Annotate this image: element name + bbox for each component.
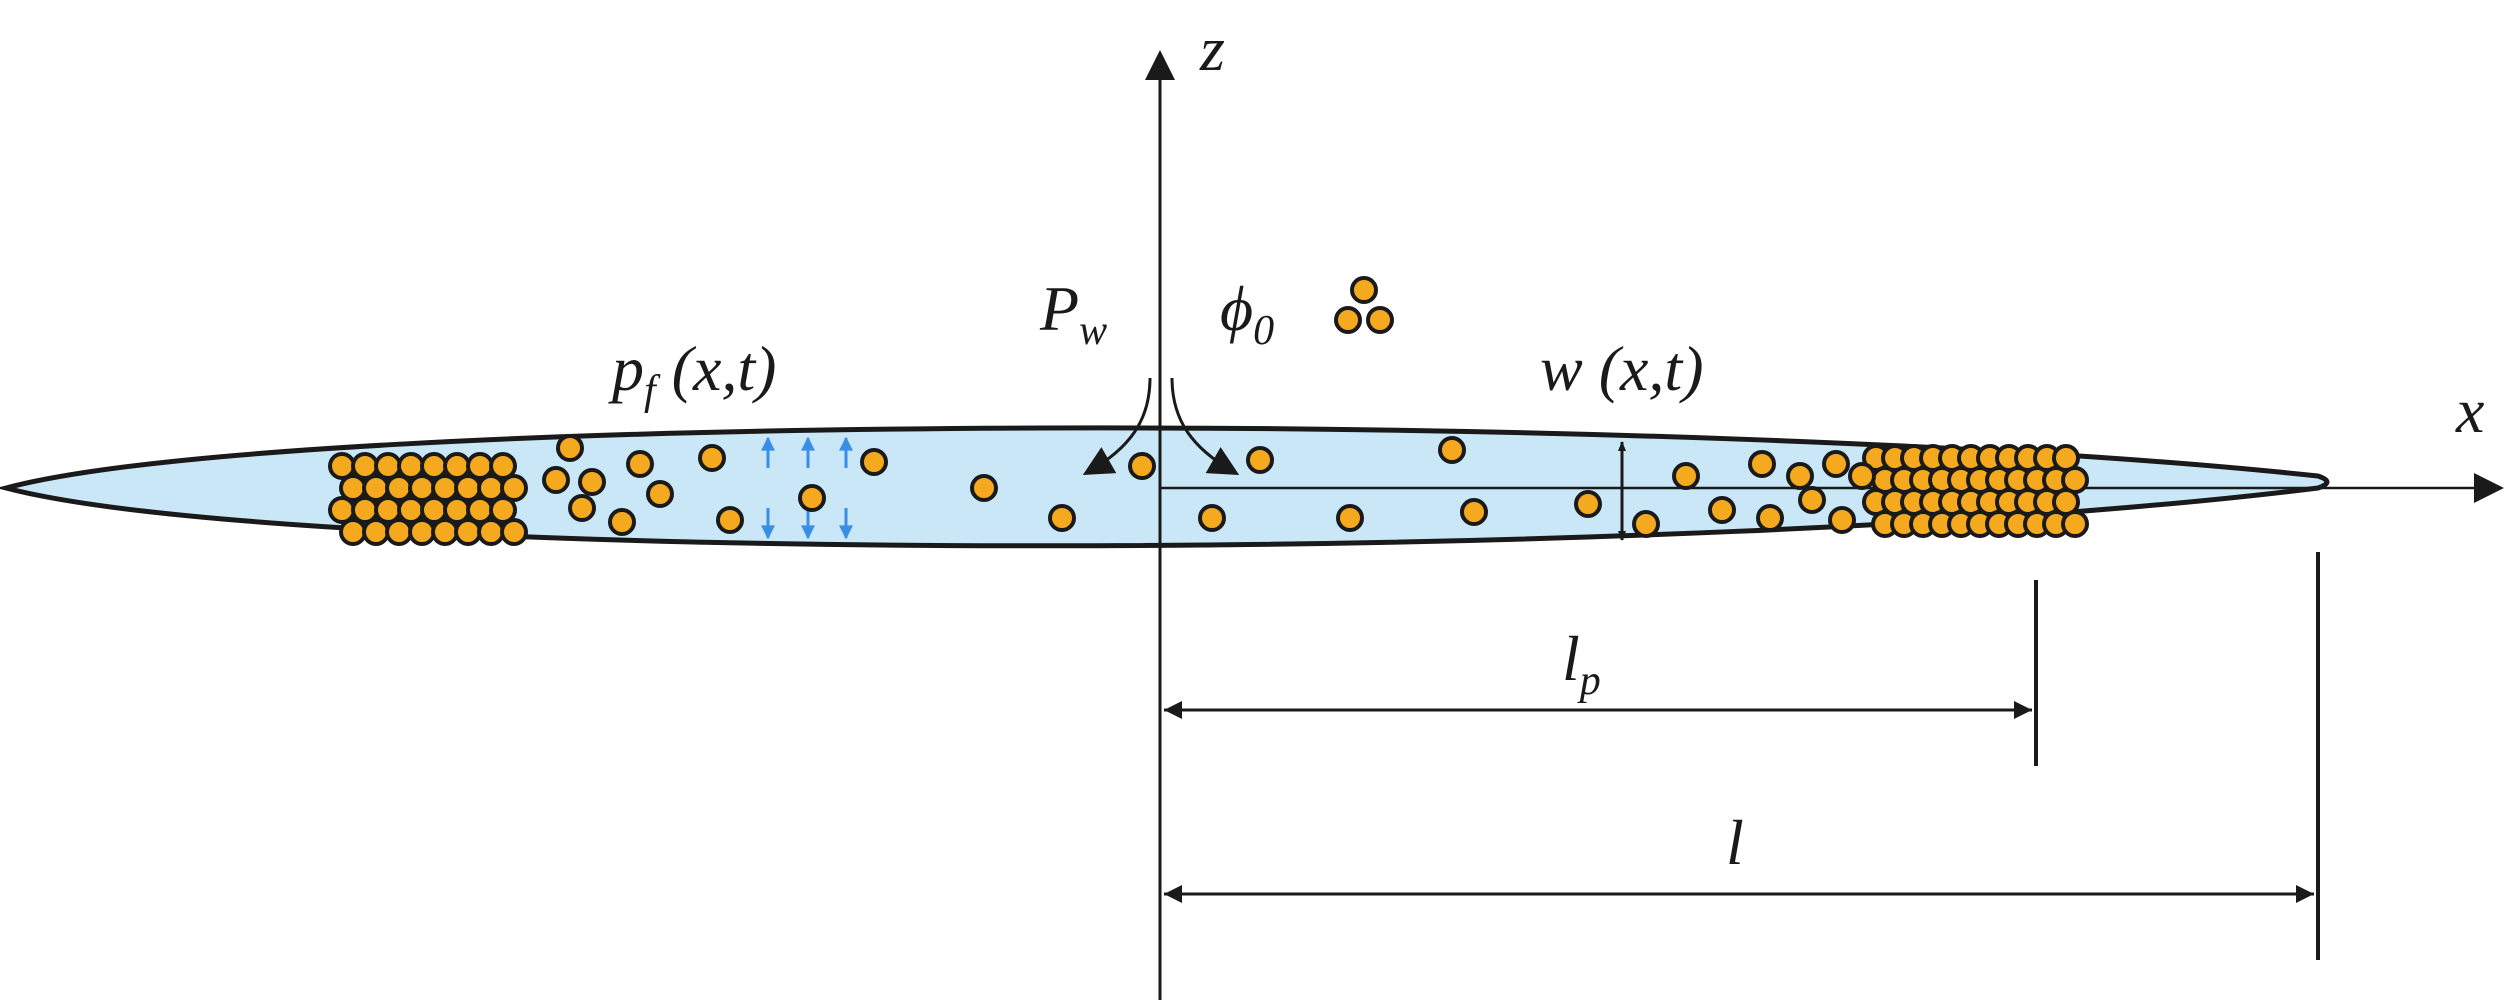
proppant-particle <box>1786 462 1814 490</box>
proppant-particle <box>1336 504 1364 532</box>
proppant-particle <box>500 518 528 546</box>
fluid-pressure-main: p <box>608 333 644 404</box>
proppant-length-sub: p <box>1577 658 1601 704</box>
proppant-particle <box>408 518 436 546</box>
proppant-particle <box>1748 450 1776 478</box>
proppant-particle <box>362 518 390 546</box>
proppant-length-label: lp <box>1562 623 1601 704</box>
proppant-particle <box>626 450 654 478</box>
proppant-icon <box>1334 276 1394 334</box>
fluid-pressure-args: (x,t) <box>656 333 777 404</box>
proppant-particle <box>1828 506 1856 534</box>
proppant-particle <box>431 518 459 546</box>
fracture-width-main: w <box>1540 333 1583 404</box>
proppant-particle <box>1708 496 1736 524</box>
proppant-particle <box>798 484 826 512</box>
proppant-particles <box>328 434 2089 546</box>
proppant-particle <box>1672 462 1700 490</box>
proppant-particle <box>500 474 528 502</box>
leakoff-arrows <box>761 436 853 540</box>
proppant-particle <box>970 474 998 502</box>
proppant-particle <box>1128 452 1156 480</box>
proppant-concentration-main: ϕ <box>1220 273 1253 344</box>
fluid-pressure-label: pf (x,t) <box>608 333 776 414</box>
proppant-particle <box>454 518 482 546</box>
proppant-particle <box>1822 450 1850 478</box>
proppant-particle <box>1438 436 1466 464</box>
proppant-particle <box>489 452 517 480</box>
proppant-particle <box>1246 446 1274 474</box>
proppant-particle <box>542 466 570 494</box>
proppant-particle <box>568 494 596 522</box>
wellbore-pressure-label: Pw <box>1039 273 1107 354</box>
proppant-particle <box>1198 504 1226 532</box>
proppant-particle <box>860 448 888 476</box>
z-axis-label: z <box>1199 13 1225 84</box>
proppant-particle <box>1848 462 1876 490</box>
proppant-particle <box>1798 486 1826 514</box>
proppant-particle <box>1460 498 1488 526</box>
injection-arrow-right <box>1170 377 1240 475</box>
proppant-particle <box>385 518 413 546</box>
proppant-particle <box>1048 504 1076 532</box>
proppant-particle <box>698 444 726 472</box>
proppant-particle <box>477 518 505 546</box>
proppant-particle <box>339 518 367 546</box>
proppant-particle <box>2061 510 2089 538</box>
proppant-particle <box>1574 490 1602 518</box>
injection-arrow-left <box>1082 377 1152 475</box>
proppant-particle <box>716 506 744 534</box>
fracture-length-label: l <box>1726 807 1744 878</box>
proppant-length-main: l <box>1562 623 1580 694</box>
fracture-width-args: (x,t) <box>1583 333 1704 404</box>
wellbore-pressure-sub: w <box>1079 308 1107 354</box>
fracture-width-label: w (x,t) <box>1540 333 1704 404</box>
x-axis-label: x <box>2455 375 2484 446</box>
proppant-particle <box>1632 510 1660 538</box>
proppant-particle <box>1756 504 1784 532</box>
proppant-particle <box>608 508 636 536</box>
proppant-concentration-sub: 0 <box>1253 308 1274 354</box>
proppant-particle <box>578 468 606 496</box>
wellbore-pressure-main: P <box>1039 273 1079 344</box>
proppant-concentration-label: ϕ0 <box>1220 273 1274 354</box>
proppant-particle <box>489 496 517 524</box>
proppant-particle <box>556 434 584 462</box>
proppant-particle <box>646 480 674 508</box>
